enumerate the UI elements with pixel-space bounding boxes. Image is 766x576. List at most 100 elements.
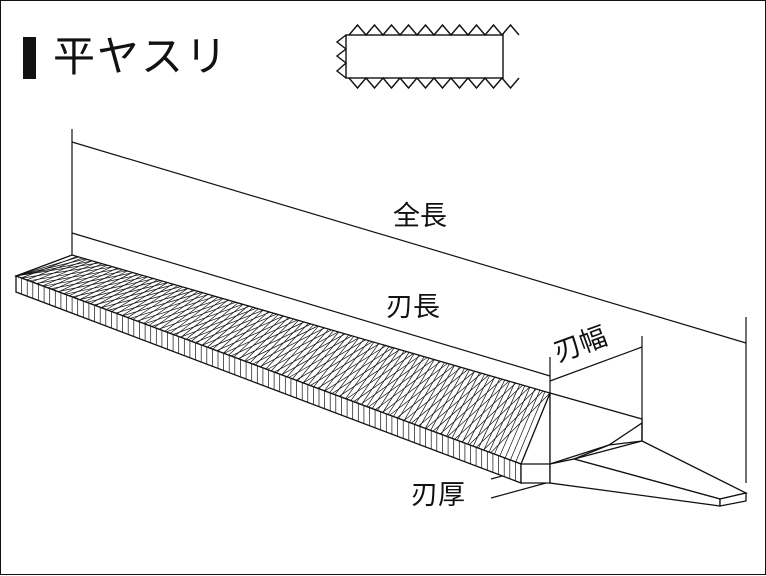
blade-cross-tooth-line (86, 282, 168, 303)
blade-cross-tooth-line (302, 341, 373, 384)
blade-tooth-line (185, 301, 234, 340)
blade-cross-tooth-line (57, 274, 141, 292)
blade-cross-tooth-line (36, 268, 120, 284)
cross-section-icon (335, 23, 520, 90)
blade-tooth-line (387, 356, 425, 415)
blade-cross-tooth-line (295, 339, 366, 381)
blade-tooth-line (520, 392, 551, 465)
blade-cross-tooth-line (346, 353, 414, 400)
blade-cross-tooth-line (360, 357, 428, 405)
blade-cross-tooth-line (454, 382, 517, 440)
blade-tooth-line (361, 349, 400, 405)
blade-cross-tooth-line (396, 367, 462, 419)
file-top-face (14, 254, 551, 465)
blade-tooth-line (196, 304, 244, 344)
blade-tooth-line (239, 315, 284, 360)
blade-cross-tooth-line (252, 327, 325, 365)
blade-cross-tooth-line (425, 375, 489, 429)
blade-cross-tooth-line (439, 378, 503, 435)
blade-cross-tooth-line (151, 299, 230, 327)
cross-section-teeth-left (335, 34, 348, 79)
blade-tooth-line (494, 385, 526, 455)
blade-cross-tooth-line (173, 305, 250, 335)
blade-tooth-line (31, 259, 88, 283)
blade-cross-tooth-line (15, 262, 100, 277)
blade-cross-tooth-line (468, 386, 530, 445)
blade-tooth-line (409, 362, 445, 423)
blade-cross-tooth-line (144, 298, 223, 325)
cross-section-teeth-top (348, 23, 520, 37)
overall-length-dimension (71, 129, 747, 483)
title-marker (23, 37, 36, 79)
blade-cross-tooth-line (180, 307, 257, 338)
blade-tooth-line (79, 272, 133, 301)
blade-cross-tooth-line (101, 286, 182, 309)
blade-tooth-line (366, 350, 405, 407)
blade-tooth-line (127, 285, 178, 318)
blade-cross-tooth-line (28, 266, 114, 282)
blade-cross-tooth-line (461, 384, 523, 443)
blade-tooth-line (419, 365, 455, 427)
blade-cross-tooth-line (331, 349, 400, 394)
blade-cross-tooth-line (65, 276, 148, 295)
blade-length-label: 刃長 (386, 292, 440, 323)
blade-cross-tooth-line (389, 365, 455, 416)
blade-cross-tooth-line (194, 311, 271, 343)
blade-cross-tooth-line (266, 331, 339, 370)
blade-cross-tooth-line (15, 260, 93, 277)
cross-section-teeth-bottom (348, 76, 520, 90)
blade-cross-tooth-line (403, 369, 469, 421)
blade-cross-tooth-line (367, 359, 435, 408)
blade-tooth-line (138, 288, 188, 322)
blade-cross-tooth-line (411, 371, 476, 424)
blade-tooth-line (281, 327, 324, 376)
blade-cross-tooth-line (137, 296, 216, 322)
blade-tooth-line (377, 353, 415, 411)
blade-tooth-line (106, 279, 158, 310)
blade-cross-tooth-line (108, 288, 189, 311)
blade-tooth-line (510, 389, 541, 461)
blade-tooth-line (116, 282, 168, 314)
blade-tooth-line (292, 330, 334, 380)
tang-end (719, 492, 747, 507)
blade-thickness-label: 刃厚 (411, 480, 465, 511)
blade-cross-tooth-line (79, 280, 161, 300)
blade-cross-tooth-line (483, 390, 544, 451)
blade-cross-tooth-line (490, 392, 551, 453)
blade-cross-tooth-line (187, 309, 264, 341)
blade-cross-tooth-line (72, 278, 154, 298)
blade-tooth-line (100, 277, 153, 309)
blade-tooth-line (265, 323, 309, 370)
blade-cross-tooth-line (122, 292, 202, 317)
blade-tooth-line (340, 343, 380, 397)
file-body (14, 254, 551, 484)
blade-tooth-line (499, 387, 531, 457)
blade-tooth-line (308, 334, 349, 386)
blade-tooth-line (382, 355, 420, 413)
blade-tooth-line (371, 352, 410, 409)
blade-cross-tooth-line (15, 258, 86, 277)
blade-cross-tooth-line (339, 351, 407, 397)
blade-width-dimension (549, 336, 643, 423)
blade-cross-tooth-line (288, 337, 359, 378)
blade-cross-tooth-line (201, 313, 278, 346)
blade-cross-tooth-line (317, 345, 387, 389)
blade-tooth-line (207, 307, 254, 348)
blade-tooth-line (95, 276, 148, 307)
blade-cross-tooth-line (281, 335, 353, 376)
blade-cross-tooth-line (158, 301, 237, 330)
blade-tooth-line (37, 260, 93, 285)
blade-tooth-line (297, 331, 339, 382)
blade-tooth-line (398, 359, 435, 419)
blade-cross-tooth-line (115, 290, 195, 314)
overall-length-label: 全長 (393, 201, 447, 232)
blade-cross-tooth-line (165, 303, 243, 333)
blade-tooth-line (26, 257, 83, 281)
blade-tooth-line (446, 372, 480, 437)
blade-tooth-line (159, 293, 209, 330)
blade-cross-tooth-line (447, 380, 510, 437)
diagram-title: 平ヤスリ (53, 32, 230, 81)
blade-cross-tooth-line (476, 388, 537, 448)
